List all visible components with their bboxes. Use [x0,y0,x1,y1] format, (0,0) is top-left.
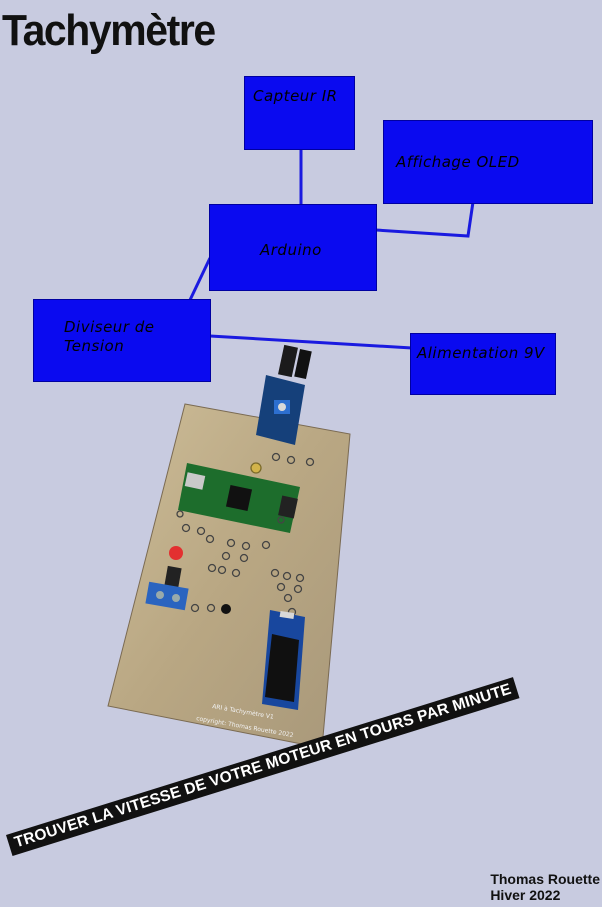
terminal-block [145,581,189,611]
node-arduino-label: Arduino [260,241,322,259]
node-diviseur-tension-label: Diviseur de Tension [64,318,155,355]
author-date: Hiver 2022 [490,887,561,903]
node-affichage-oled-label: Affichage OLED [396,153,520,171]
wire-diviseur-alimentation [209,334,413,350]
node-arduino: Arduino [209,204,377,291]
node-capteur-ir: Capteur IR [244,76,355,150]
author-block: Thomas Rouette Hiver 2022 [490,871,600,903]
ir-sensor-module [256,344,312,445]
components [176,452,315,617]
oled-display [262,610,305,710]
node-alimentation-label: Alimentation 9V [417,344,545,362]
slide-switch [164,565,182,589]
push-button [221,604,231,614]
wire-arduino-diviseur [188,257,212,301]
node-capteur-ir-label: Capteur IR [253,87,338,105]
author-name: Thomas Rouette [490,871,600,887]
page-title: Tachymètre [2,6,216,55]
node-diviseur-tension: Diviseur de Tension [33,299,211,382]
node-affichage-oled: Affichage OLED [383,120,593,204]
arduino-nano [178,463,300,533]
node-alimentation: Alimentation 9V [410,333,556,395]
pcb-board [107,403,351,749]
red-led [169,546,183,560]
wire-arduino-affichage [375,201,475,238]
